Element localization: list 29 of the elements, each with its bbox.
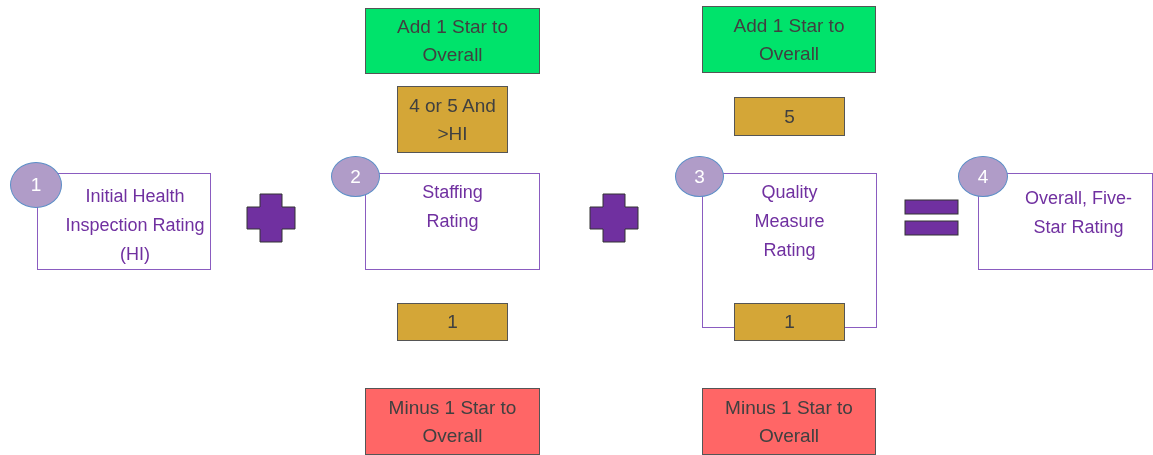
threshold-box	[734, 97, 845, 136]
info-box	[702, 6, 876, 73]
box-label: Overall, Five-Star Rating	[1024, 187, 1133, 239]
box-label: 4 or 5 And >HI	[408, 93, 497, 146]
step-number-circle	[958, 156, 1008, 197]
step-number: 1	[30, 174, 42, 196]
box-label: Quality Measure Rating	[753, 181, 826, 262]
step-number-circle	[10, 162, 62, 208]
box-label: 5	[784, 104, 795, 129]
threshold-box	[397, 303, 508, 341]
threshold-box	[397, 86, 508, 153]
box-label: 1	[447, 310, 458, 334]
step-number-circle	[675, 156, 724, 197]
rating-box	[365, 173, 540, 270]
info-box	[365, 388, 540, 455]
box-label: Add 1 Star to Overall	[396, 15, 509, 67]
step-number: 2	[350, 165, 361, 188]
box-label: 1	[784, 310, 795, 334]
box-label: Staffing Rating	[421, 181, 484, 233]
box-label: Add 1 Star to Overall	[732, 13, 846, 66]
box-label: Initial Health Inspection Rating (HI)	[64, 185, 206, 266]
info-box	[365, 8, 540, 74]
step-number-circle	[331, 156, 380, 197]
threshold-box	[734, 303, 845, 341]
info-box	[702, 388, 876, 455]
box-label: Minus 1 Star to Overall	[724, 395, 854, 448]
step-number: 3	[694, 165, 705, 188]
box-label: Minus 1 Star to Overall	[387, 395, 518, 448]
step-number: 4	[977, 165, 989, 188]
